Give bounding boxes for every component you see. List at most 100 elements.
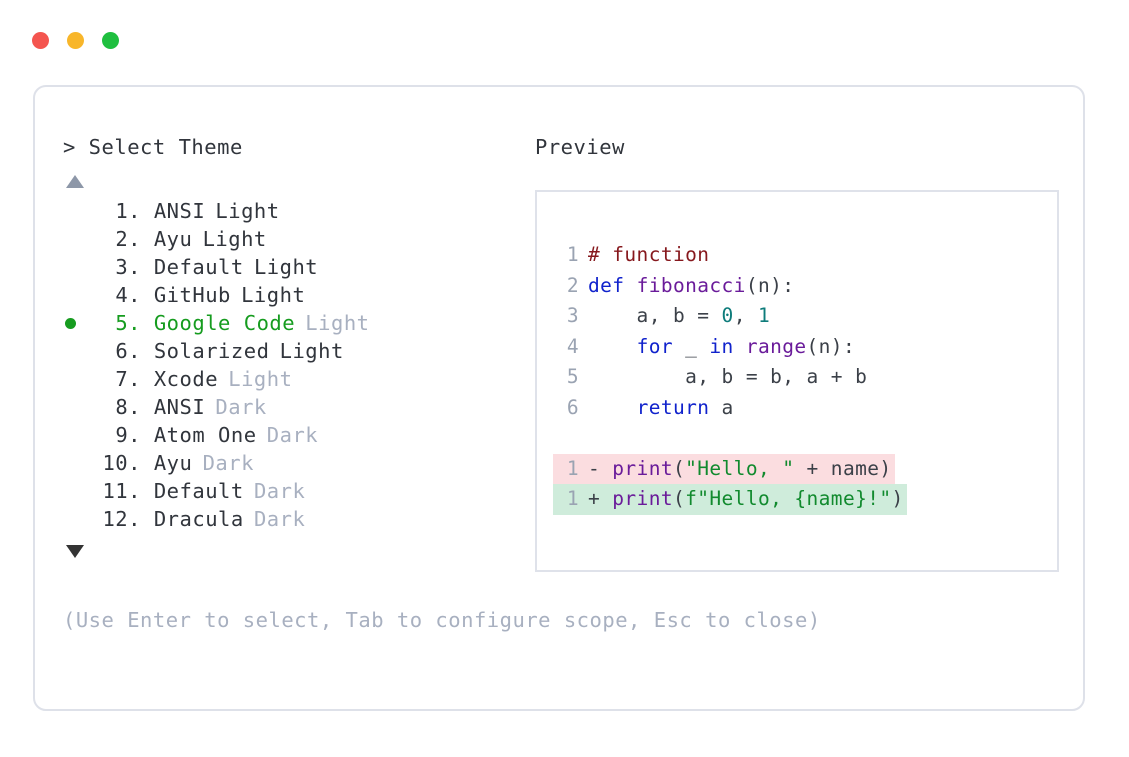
close-button[interactable] — [32, 32, 49, 49]
code-line: 5 a, b = b, a + b — [553, 362, 1057, 393]
code-token: def — [588, 273, 637, 297]
preview-label: Preview — [535, 135, 625, 159]
code-token: ( — [672, 456, 686, 480]
code-token: "Hello, " — [685, 456, 795, 480]
theme-variant: Dark — [215, 395, 267, 419]
minimize-button[interactable] — [67, 32, 84, 49]
code-token: fibonacci — [636, 273, 746, 297]
theme-index: 7. — [115, 367, 141, 391]
theme-list-item[interactable]: 7. Xcode Light — [63, 365, 533, 393]
theme-name: Ayu — [141, 451, 193, 475]
code-line-text: a, b = 0, 1 — [588, 301, 770, 332]
code-token: 0 — [721, 304, 734, 327]
theme-list-item[interactable]: 12. Dracula Dark — [63, 505, 533, 533]
theme-index: 10. — [102, 451, 141, 475]
code-line-text: print(f"Hello, {name}!") — [612, 484, 906, 515]
code-line-text: # function — [588, 240, 709, 271]
code-line: 4 for _ in range(n): — [553, 332, 1057, 363]
maximize-button[interactable] — [102, 32, 119, 49]
theme-list-item[interactable]: 9. Atom One Dark — [63, 421, 533, 449]
code-token: (n): — [745, 273, 795, 297]
theme-name: ANSI — [141, 199, 206, 223]
code-token — [588, 335, 637, 358]
code-token: # function — [588, 243, 710, 266]
diff-line-add: 1 + print(f"Hello, {name}!") — [553, 484, 1057, 515]
line-number: 1 — [566, 487, 579, 510]
code-token: 1 — [757, 304, 771, 327]
theme-variant: Light — [253, 255, 319, 279]
theme-variant: Light — [202, 227, 267, 251]
theme-variant: Light — [279, 339, 344, 363]
line-number: 2 — [566, 273, 579, 297]
theme-index: 6. — [115, 339, 141, 363]
theme-variant: Light — [228, 367, 293, 391]
triangle-down-icon[interactable] — [66, 545, 84, 558]
code-token — [734, 335, 746, 358]
diff-marker: + — [588, 487, 613, 510]
selection-bullet-icon — [63, 365, 93, 393]
theme-variant: Dark — [266, 423, 319, 447]
code-line-text: def fibonacci(n): — [588, 271, 794, 302]
code-token — [588, 396, 637, 419]
theme-name: Default — [141, 255, 244, 279]
theme-name: Ayu — [141, 227, 193, 251]
theme-name: GitHub — [141, 283, 231, 307]
code-line: 3 a, b = 0, 1 — [553, 301, 1057, 332]
diff-line-del: 1- print("Hello, " + name) — [553, 453, 1057, 485]
code-line: 1 # function — [553, 240, 1057, 271]
diff-highlight: 1- print("Hello, " + name) — [553, 453, 895, 485]
code-token: print — [612, 487, 673, 510]
theme-name: Xcode — [141, 367, 219, 391]
theme-variant: Light — [215, 199, 280, 223]
selection-bullet-icon — [63, 477, 93, 505]
selection-bullet-icon — [63, 253, 93, 281]
theme-variant: Light — [241, 283, 306, 307]
theme-list-item[interactable]: 11. Default Dark — [63, 477, 533, 505]
theme-variant: Dark — [253, 507, 306, 531]
theme-name: Google Code — [141, 311, 296, 335]
theme-name: Atom One — [141, 423, 257, 447]
code-token: , — [733, 304, 758, 327]
window-traffic-lights — [32, 32, 119, 49]
theme-list-item[interactable]: 3. Default Light — [63, 253, 533, 281]
keyboard-hint: (Use Enter to select, Tab to configure s… — [63, 608, 821, 632]
triangle-up-icon[interactable] — [66, 175, 84, 188]
code-token: + name) — [794, 456, 892, 480]
code-line-text: for _ in range(n): — [588, 332, 855, 363]
code-line-text: a, b = b, a + b — [588, 362, 867, 393]
selection-bullet-icon — [63, 505, 93, 533]
line-number: 4 — [566, 334, 579, 358]
theme-variant: Light — [305, 311, 370, 335]
code-token: range — [745, 334, 807, 358]
line-number: 1 — [566, 243, 579, 266]
theme-index: 12. — [102, 507, 141, 531]
theme-name: Default — [141, 479, 244, 503]
theme-index: 11. — [102, 479, 141, 503]
theme-index: 9. — [115, 423, 141, 447]
theme-index: 3. — [115, 255, 141, 279]
theme-list-item[interactable]: 1. ANSI Light — [63, 197, 533, 225]
selection-bullet-icon — [63, 337, 93, 365]
code-token: for — [636, 334, 673, 358]
theme-index: 1. — [115, 199, 141, 223]
diff-marker: - — [588, 456, 613, 480]
theme-name: Dracula — [141, 507, 244, 531]
code-token: return — [636, 395, 710, 419]
line-number: 5 — [566, 365, 579, 388]
theme-variant: Dark — [253, 479, 306, 503]
code-line-text: print("Hello, " + name) — [612, 454, 894, 485]
theme-name: ANSI — [141, 395, 206, 419]
code-line: 2 def fibonacci(n): — [553, 271, 1057, 302]
